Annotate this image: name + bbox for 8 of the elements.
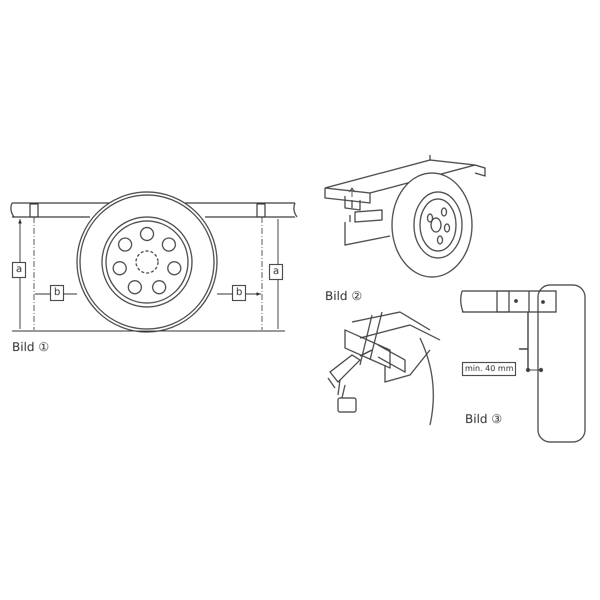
dimension-label: a [12, 262, 26, 278]
figure-caption: Bild ① [12, 341, 50, 353]
dimension-label: b [50, 285, 64, 301]
figure-caption: Bild ③ [465, 413, 502, 425]
dimension-label: min. 40 mm [462, 362, 516, 376]
dimension-label: b [232, 285, 246, 301]
figure-caption: Bild ② [325, 290, 362, 302]
dimension-label: a [269, 264, 284, 280]
